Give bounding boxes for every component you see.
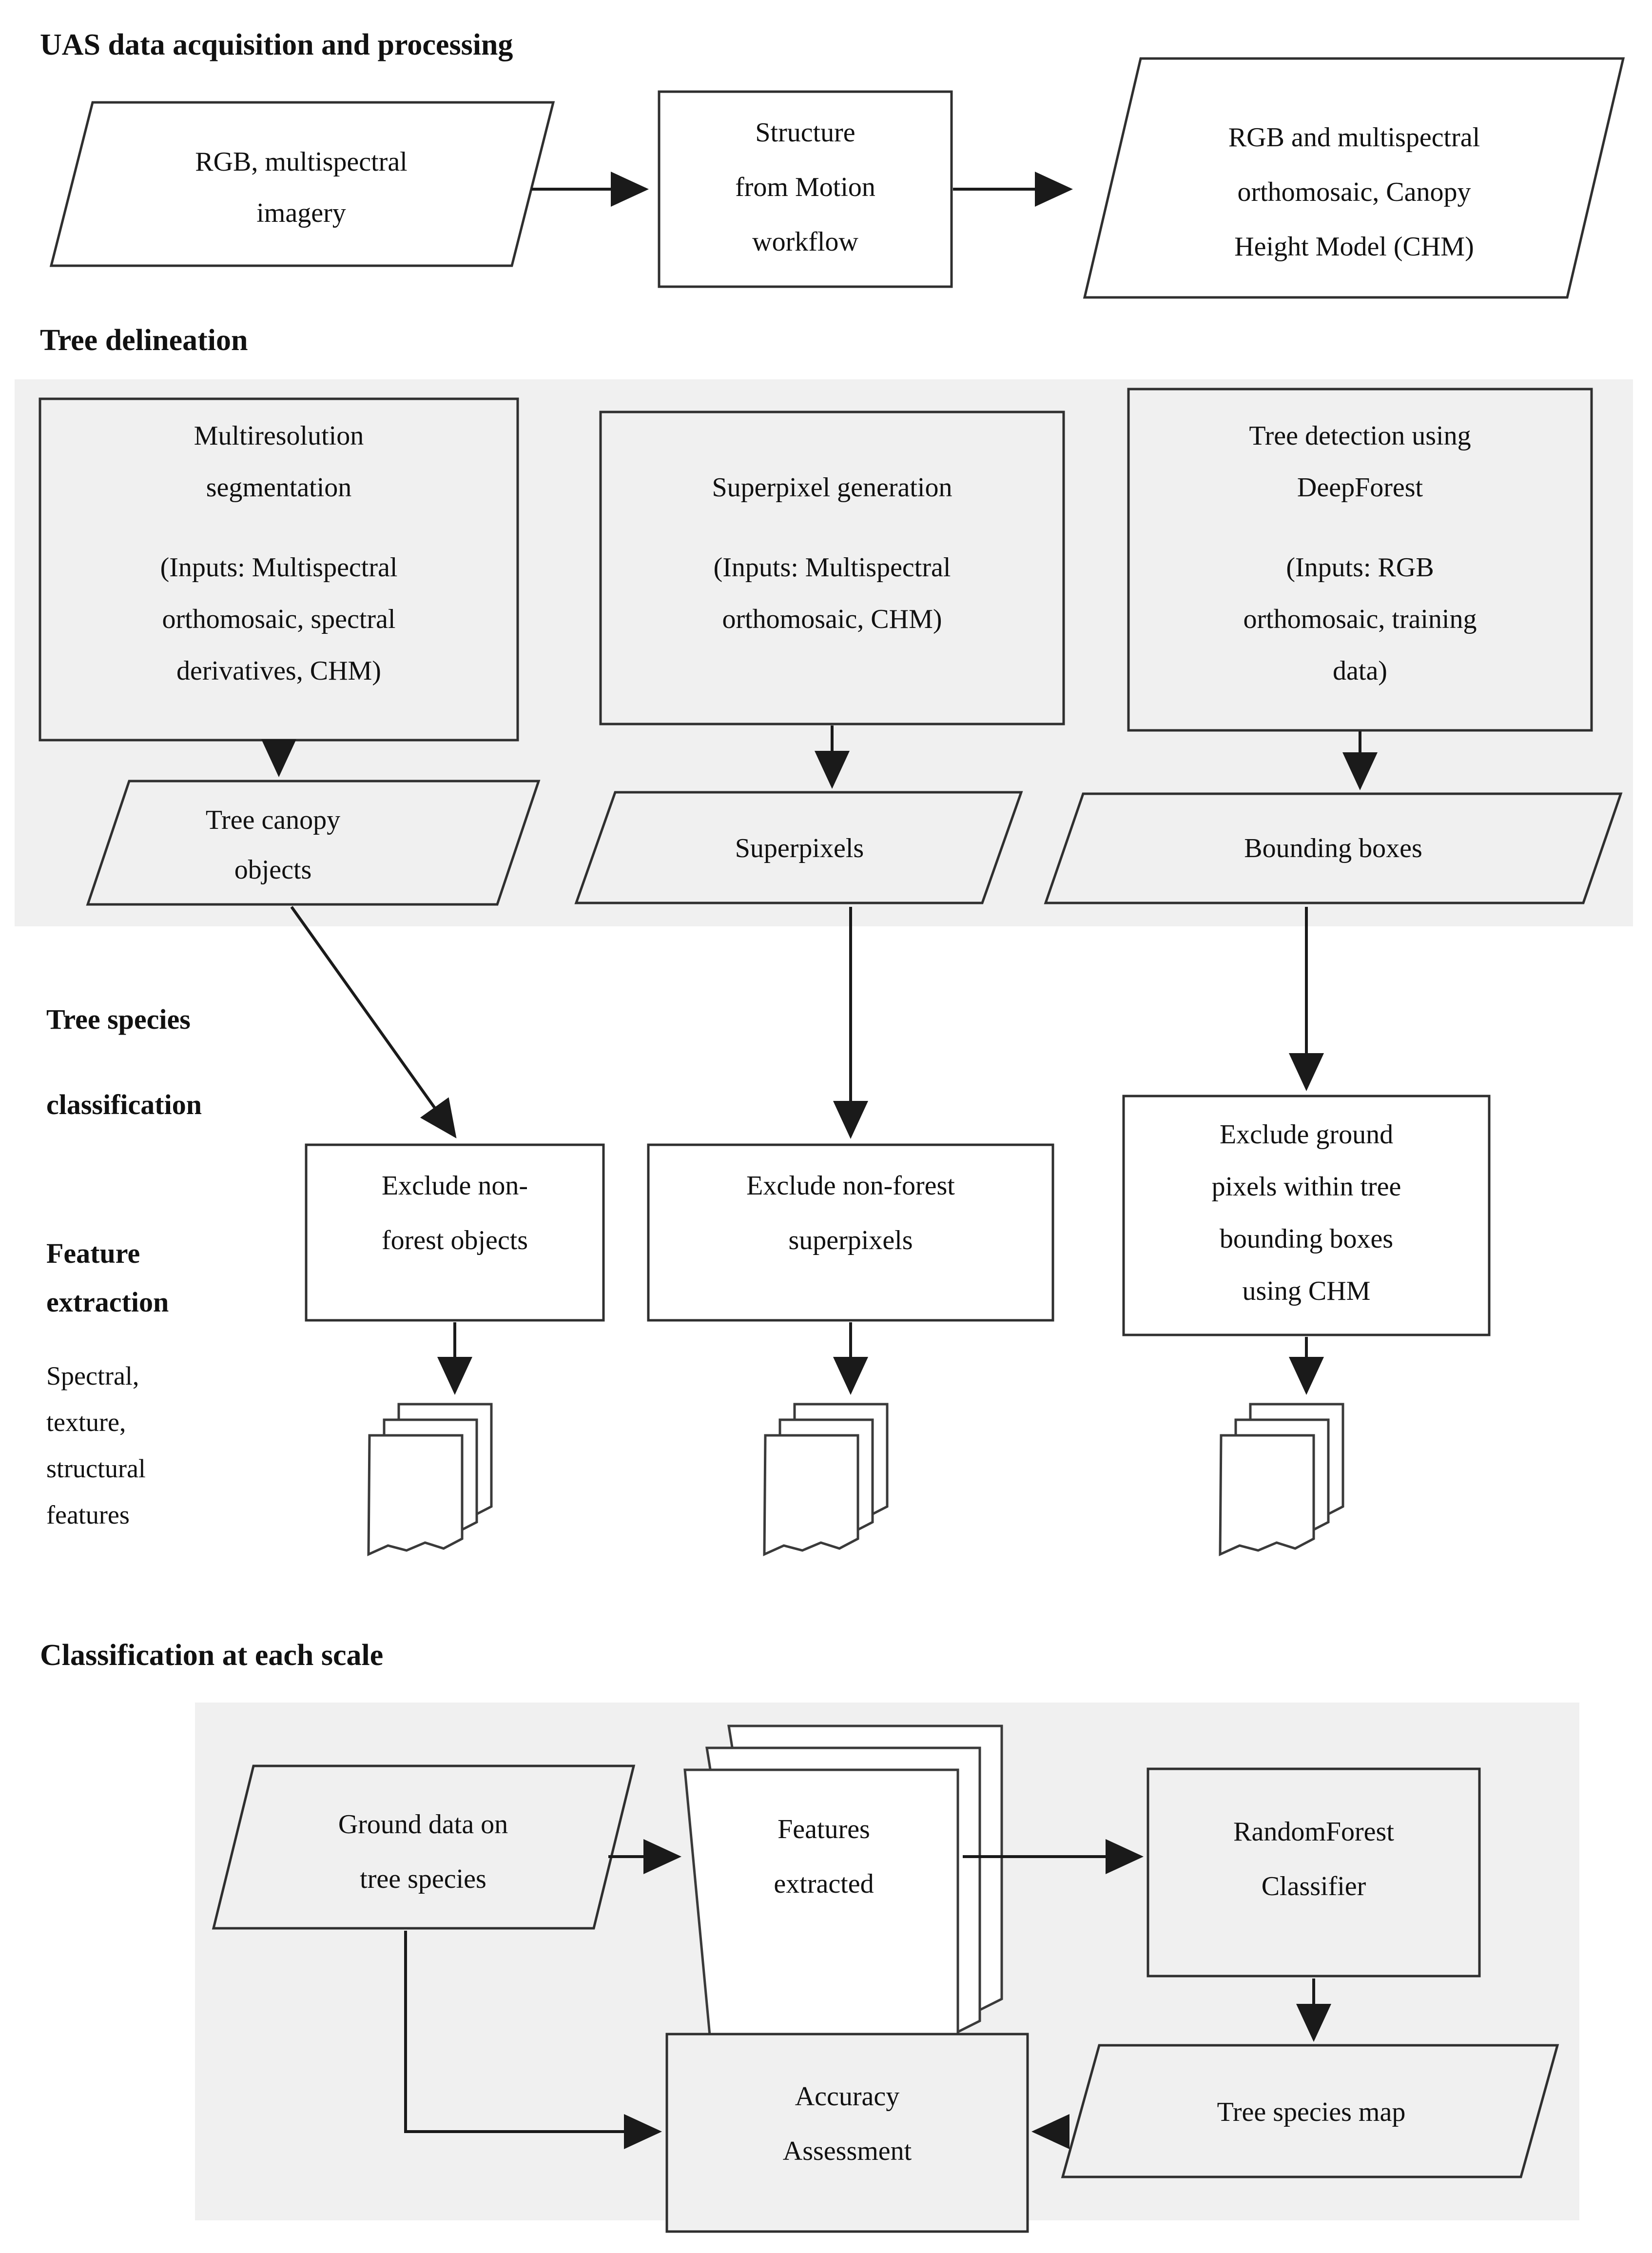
node-sg-line3: (Inputs: Multispectral [714, 552, 951, 583]
section-title-uas: UAS data acquisition and processing [40, 28, 513, 61]
node-rf-line1: RandomForest [1233, 1817, 1394, 1847]
node-superpixel-generation [599, 411, 1065, 725]
node-accuracy-assessment [665, 2033, 1029, 2233]
node-sg-line1: Superpixel generation [712, 472, 952, 503]
doc-stack-bbox-features [1219, 1403, 1344, 1556]
node-exclude-ground-pixels [1122, 1095, 1491, 1336]
node-canopy-line1: Tree canopy [206, 805, 340, 835]
section-title-classification-line2: classification [46, 1089, 202, 1120]
node-rf-line2: Classifier [1262, 1871, 1366, 1901]
node-accuracy-line2: Assessment [783, 2136, 912, 2166]
node-excl-sp-line1: Exclude non-forest [746, 1171, 955, 1201]
node-rgb-ms-orthomosaic-chm [1083, 57, 1625, 299]
node-features-extracted [683, 1724, 1003, 2084]
node-df-line4: (Inputs: RGB [1286, 552, 1434, 583]
doc-stack-superpixel-features [763, 1403, 889, 1556]
node-ground-data-tree-species [212, 1764, 636, 1930]
node-excl-obj-line2: forest objects [382, 1225, 528, 1255]
side-note-features-line1: Spectral, [46, 1361, 139, 1391]
node-canopy-line2: objects [234, 855, 312, 885]
node-mrs-line5: orthomosaic, spectral [162, 604, 396, 634]
node-excl-gp-line2: pixels within tree [1212, 1172, 1401, 1202]
node-accuracy-line1: Accuracy [795, 2081, 900, 2112]
node-ground-line1: Ground data on [338, 1809, 508, 1840]
section-title-classification-scale: Classification at each scale [40, 1639, 383, 1672]
node-df-line6: data) [1333, 656, 1387, 686]
node-mrs-line1: Multiresolution [194, 421, 364, 451]
node-sg-line4: orthomosaic, CHM) [722, 604, 942, 634]
node-ground-line2: tree species [360, 1864, 486, 1894]
arrow-ground-to-accuracy [404, 1931, 662, 2149]
section-title-classification-line1: Tree species [46, 1003, 191, 1035]
node-df-line5: orthomosaic, training [1243, 604, 1477, 634]
node-tree-detection-deepforest [1127, 388, 1593, 732]
node-randomforest-classifier [1147, 1767, 1481, 1978]
node-exclude-non-forest-objects [305, 1143, 605, 1322]
side-note-features-line3: structural [46, 1454, 146, 1483]
side-note-features-line4: features [46, 1500, 130, 1529]
node-sfm-line2: from Motion [735, 172, 875, 202]
node-ortho-line3: Height Model (CHM) [1234, 232, 1474, 262]
node-df-line2: DeepForest [1297, 472, 1423, 503]
node-rgb-multispectral-imagery [49, 101, 555, 267]
node-rgb-imagery-line2: imagery [256, 198, 346, 228]
node-multiresolution-segmentation [39, 397, 519, 742]
node-sfm-line1: Structure [755, 118, 855, 148]
node-excl-gp-line4: using CHM [1243, 1276, 1371, 1306]
node-mrs-line4: (Inputs: Multispectral [160, 552, 398, 583]
node-excl-sp-line2: superpixels [788, 1225, 913, 1255]
node-features-line2: extracted [774, 1869, 874, 1899]
node-tree-canopy-objects [86, 780, 541, 906]
node-exclude-non-forest-superpixels [647, 1143, 1054, 1322]
section-title-feature-line1: Feature [46, 1237, 140, 1269]
node-tree-species-map [1061, 2044, 1559, 2178]
node-structure-from-motion [658, 90, 953, 288]
node-mrs-line6: derivatives, CHM) [176, 656, 381, 686]
node-mrs-line2: segmentation [206, 472, 352, 503]
section-title-delineation: Tree delineation [40, 324, 248, 357]
node-superpixels [574, 791, 1023, 904]
arrow-canopy-to-exclude-objects [290, 906, 457, 1138]
node-df-line1: Tree detection using [1249, 421, 1471, 451]
node-excl-obj-line1: Exclude non- [382, 1171, 528, 1201]
node-excl-gp-line1: Exclude ground [1220, 1119, 1393, 1150]
node-sfm-line3: workflow [752, 227, 858, 257]
node-ortho-line1: RGB and multispectral [1228, 122, 1480, 153]
node-excl-gp-line3: bounding boxes [1220, 1224, 1393, 1254]
node-ortho-line2: orthomosaic, Canopy [1237, 177, 1471, 207]
node-superpixels-label: Superpixels [735, 833, 864, 863]
doc-stack-objects-features [367, 1403, 493, 1556]
node-features-line1: Features [777, 1814, 870, 1844]
node-species-map-label: Tree species map [1217, 2097, 1406, 2127]
node-bounding-boxes-label: Bounding boxes [1244, 833, 1422, 863]
node-bounding-boxes [1044, 792, 1623, 904]
node-rgb-imagery-line1: RGB, multispectral [195, 147, 408, 177]
section-title-feature-line2: extraction [46, 1286, 169, 1318]
side-note-features-line2: texture, [46, 1408, 126, 1437]
